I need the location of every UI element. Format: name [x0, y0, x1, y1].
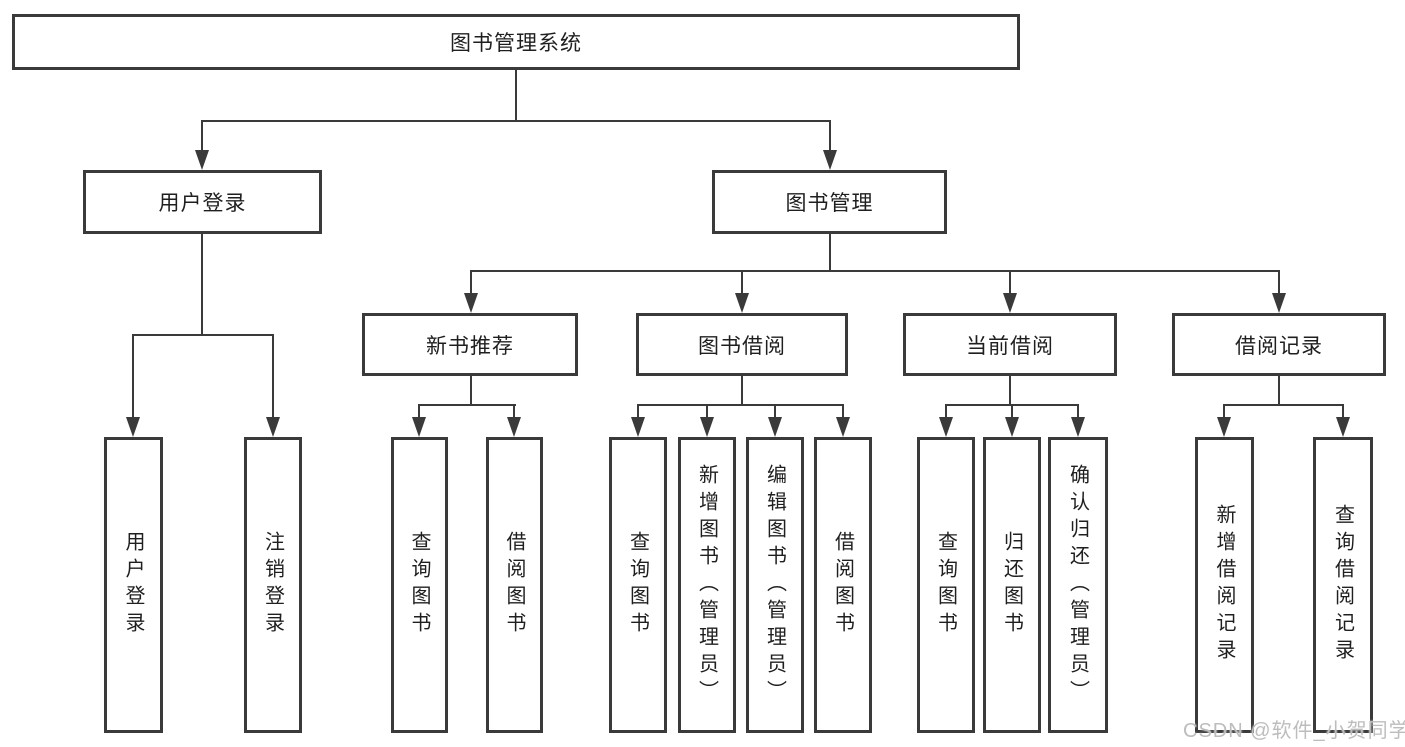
leaf-current-confirm-return-admin-label: 确认归还（管理员）: [1066, 463, 1089, 707]
connector-line: [418, 404, 516, 406]
watermark: CSDN @软件_小贺同学: [1183, 720, 1405, 742]
leaf-borrowing-edit-book-admin-label: 编辑图书（管理员）: [763, 463, 786, 707]
leaf-recommend-query-book-label: 查询图书: [408, 531, 430, 639]
connector-line: [637, 404, 844, 406]
leaf-borrowing-add-book-admin-label: 新增图书（管理员）: [695, 463, 718, 707]
node-borrow-records-label: 借阅记录: [1235, 334, 1323, 358]
connector-line: [741, 270, 743, 296]
leaf-borrowing-query-book: 查询图书: [609, 437, 667, 733]
connector-line: [1278, 270, 1280, 296]
connector-line: [741, 376, 743, 406]
connector-line: [1342, 404, 1344, 420]
leaf-current-return-book: 归还图书: [983, 437, 1041, 733]
leaf-recommend-query-book: 查询图书: [391, 437, 448, 733]
arrow-down-icon: [1003, 293, 1017, 313]
leaf-user-login-label: 用户登录: [122, 531, 144, 639]
arrow-down-icon: [939, 417, 953, 437]
arrow-down-icon: [700, 417, 714, 437]
leaf-user-login: 用户登录: [104, 437, 163, 733]
arrow-down-icon: [195, 150, 209, 170]
leaf-records-query-record-label: 查询借阅记录: [1331, 504, 1354, 666]
connector-line: [945, 404, 947, 420]
leaf-borrowing-add-book-admin: 新增图书（管理员）: [678, 437, 736, 733]
connector-line: [829, 234, 831, 272]
arrow-down-icon: [1336, 417, 1350, 437]
arrow-down-icon: [412, 417, 426, 437]
arrow-down-icon: [1071, 417, 1085, 437]
arrow-down-icon: [507, 417, 521, 437]
arrow-down-icon: [266, 417, 280, 437]
connector-line: [515, 70, 517, 122]
arrow-down-icon: [836, 417, 850, 437]
connector-line: [470, 270, 1280, 272]
leaf-current-query-book-label: 查询图书: [934, 531, 957, 639]
leaf-current-return-book-label: 归还图书: [1000, 531, 1023, 639]
leaf-current-confirm-return-admin: 确认归还（管理员）: [1048, 437, 1108, 733]
node-borrow-records: 借阅记录: [1172, 313, 1386, 376]
arrow-down-icon: [768, 417, 782, 437]
leaf-borrowing-borrow-book-label: 借阅图书: [831, 531, 854, 639]
leaf-borrowing-query-book-label: 查询图书: [626, 531, 649, 639]
node-current-borrowing: 当前借阅: [903, 313, 1117, 376]
connector-line: [132, 334, 134, 420]
node-user-login-label: 用户登录: [158, 192, 247, 215]
connector-line: [1009, 270, 1011, 296]
node-book-management: 图书管理: [712, 170, 947, 234]
leaf-recommend-borrow-book-label: 借阅图书: [503, 531, 525, 639]
arrow-down-icon: [1272, 293, 1286, 313]
leaf-logout-label: 注销登录: [261, 531, 284, 639]
connector-line: [1077, 404, 1079, 420]
connector-line: [513, 404, 515, 420]
connector-line: [1011, 404, 1013, 420]
connector-line: [470, 376, 472, 406]
arrow-down-icon: [464, 293, 478, 313]
leaf-current-query-book: 查询图书: [917, 437, 975, 733]
connector-line: [418, 404, 420, 420]
leaf-recommend-borrow-book: 借阅图书: [486, 437, 543, 733]
connector-line: [1009, 376, 1011, 406]
connector-line: [272, 334, 274, 420]
leaf-records-add-record: 新增借阅记录: [1195, 437, 1254, 733]
node-new-book-recommend: 新书推荐: [362, 313, 578, 376]
node-book-borrowing: 图书借阅: [636, 313, 848, 376]
arrow-down-icon: [126, 417, 140, 437]
arrow-down-icon: [823, 150, 837, 170]
leaf-records-add-record-label: 新增借阅记录: [1213, 504, 1235, 666]
node-new-book-recommend-label: 新书推荐: [426, 334, 514, 358]
node-root-label: 图书管理系统: [450, 32, 582, 55]
connector-line: [842, 404, 844, 420]
arrow-down-icon: [1217, 417, 1231, 437]
connector-line: [1278, 376, 1280, 406]
leaf-borrowing-edit-book-admin: 编辑图书（管理员）: [746, 437, 804, 733]
connector-line: [201, 234, 203, 336]
node-user-login: 用户登录: [83, 170, 322, 234]
node-current-borrowing-label: 当前借阅: [966, 334, 1054, 358]
connector-line: [706, 404, 708, 420]
leaf-records-query-record: 查询借阅记录: [1313, 437, 1373, 733]
connector-line: [132, 334, 274, 336]
connector-line: [470, 270, 472, 296]
connector-line: [774, 404, 776, 420]
connector-line: [829, 120, 831, 153]
node-book-management-label: 图书管理: [785, 192, 874, 215]
arrow-down-icon: [631, 417, 645, 437]
arrow-down-icon: [1005, 417, 1019, 437]
connector-line: [637, 404, 639, 420]
connector-line: [201, 120, 831, 122]
connector-line: [201, 120, 203, 153]
node-root: 图书管理系统: [12, 14, 1020, 70]
connector-line: [1223, 404, 1344, 406]
node-book-borrowing-label: 图书借阅: [698, 334, 786, 358]
leaf-borrowing-borrow-book: 借阅图书: [814, 437, 872, 733]
leaf-logout: 注销登录: [244, 437, 302, 733]
connector-line: [1223, 404, 1225, 420]
arrow-down-icon: [735, 293, 749, 313]
